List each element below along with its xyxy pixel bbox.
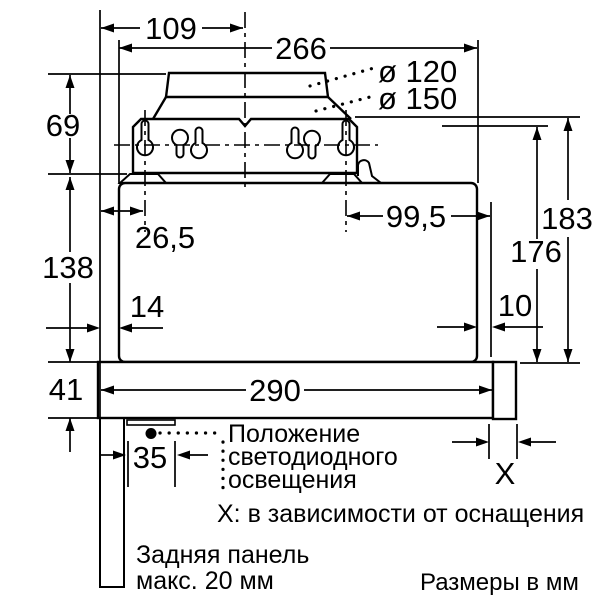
arrowhead [479, 385, 492, 395]
dim-label-176: 176 [510, 234, 562, 269]
arrowhead [476, 437, 489, 447]
arrowhead [101, 23, 114, 33]
rear-panel-note-line2: макс. 20 мм [136, 567, 274, 595]
leader-dia150 [314, 94, 376, 113]
rear-panel-note-line1: Задняя панель [136, 541, 309, 569]
arrowhead [177, 450, 190, 460]
arrowhead [101, 385, 114, 395]
bracket-tab [357, 159, 382, 184]
dim-label-26-5: 26,5 [135, 220, 195, 255]
arrowhead [492, 322, 505, 332]
arrowhead [65, 349, 75, 362]
led-dot [145, 428, 157, 439]
arrowhead [87, 323, 100, 333]
arrowhead [563, 349, 573, 362]
arrowhead [464, 322, 477, 332]
arrowhead [230, 23, 243, 33]
dim-label-dia120: ø 120 [378, 54, 457, 89]
units-note: Размеры в мм [420, 569, 579, 596]
arrowhead [532, 349, 542, 362]
rear-panel [99, 418, 125, 588]
dim-label-99-5: 99,5 [386, 199, 446, 234]
arrowhead [65, 418, 75, 431]
led-note-line3: освещения [228, 466, 357, 494]
dim-label-138: 138 [42, 250, 94, 285]
duct-transition [151, 71, 352, 120]
arrowhead [532, 127, 542, 140]
arrowhead [119, 43, 132, 53]
arrowheads [65, 23, 573, 460]
arrowhead [563, 118, 573, 131]
dim-label-183: 183 [541, 201, 593, 236]
dim-label-266: 266 [275, 31, 327, 66]
arrowhead [65, 177, 75, 190]
arrowhead [464, 43, 477, 53]
arrowhead [518, 437, 531, 447]
dim-label-14: 14 [130, 289, 164, 324]
duct-collar [164, 71, 330, 99]
led-note-line1: Положение [228, 420, 360, 448]
dim-label-41: 41 [49, 372, 83, 407]
dimension-lines [46, 27, 569, 456]
keyhole-slots [136, 119, 355, 160]
extension-lines [48, 10, 580, 487]
dim-label-x: X [495, 456, 516, 491]
dim-label-109: 109 [145, 11, 197, 46]
arrowhead [130, 206, 143, 216]
dimension-labels: 109 266 ø 120 ø 150 69 138 41 26,5 99,5 … [42, 11, 593, 491]
dim-label-290: 290 [249, 373, 301, 408]
x-module [491, 360, 518, 421]
keyhole-slot [190, 126, 208, 160]
centerlines [114, 12, 378, 232]
dim-label-dia150: ø 150 [378, 81, 457, 116]
arrowhead [101, 206, 114, 216]
arrowhead [119, 323, 132, 333]
dim-label-35: 35 [133, 440, 167, 475]
arrowhead [113, 450, 126, 460]
arrowhead [347, 211, 360, 221]
annotations: Положение светодиодного освещения X: в з… [136, 420, 584, 596]
keyhole-slot [286, 126, 304, 160]
keyhole-slot [303, 129, 321, 160]
arrowhead [65, 75, 75, 88]
led-strip [126, 419, 176, 426]
arrowhead [65, 160, 75, 173]
led-note-line2: светодиодного [228, 443, 398, 471]
dim-label-69: 69 [46, 108, 80, 143]
duct-cone-left-edge [151, 96, 168, 120]
leader-lines [158, 66, 376, 492]
keyhole-slot [171, 128, 189, 159]
leader-dia120 [308, 66, 376, 88]
dim-label-10: 10 [498, 288, 532, 323]
x-note: X: в зависимости от оснащения [217, 500, 584, 528]
duct-cone-right-edge [327, 96, 352, 120]
arrowhead [477, 211, 490, 221]
